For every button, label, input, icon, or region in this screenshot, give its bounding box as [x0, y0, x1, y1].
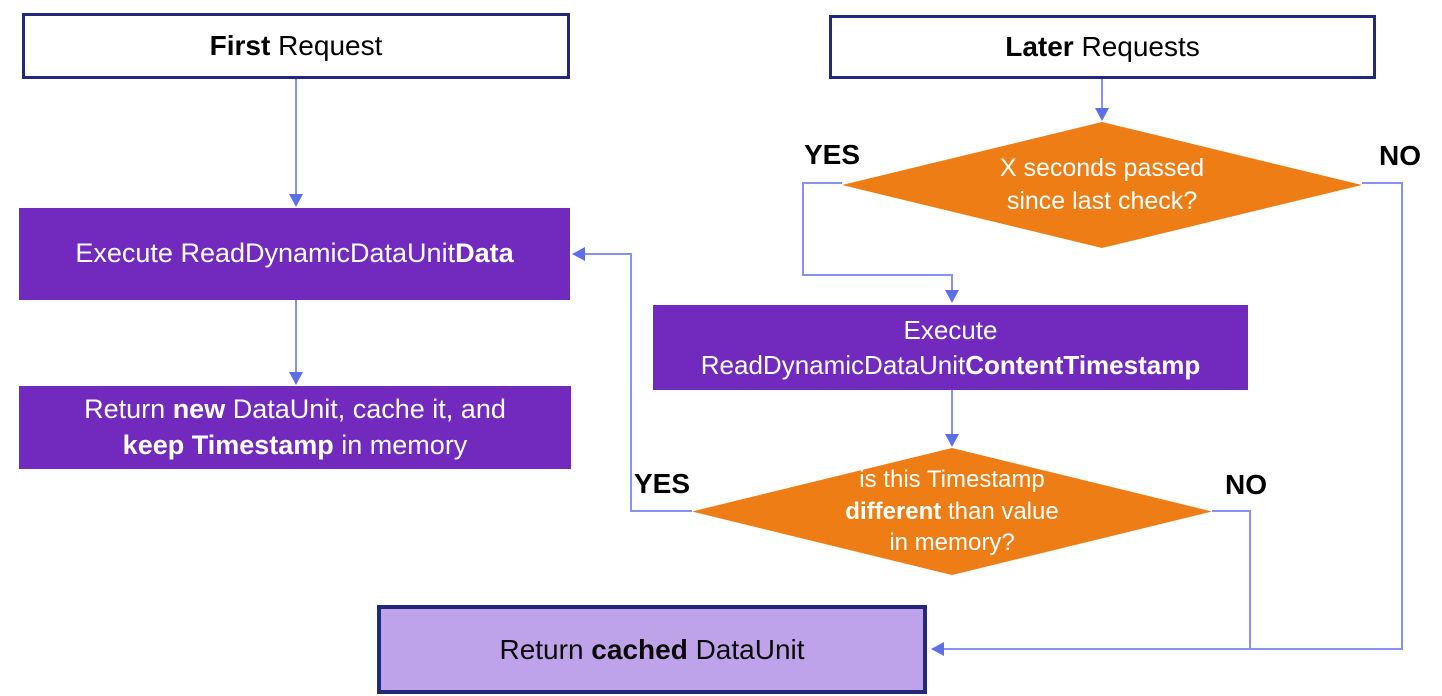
return-new-line1: Return new DataUnit, cache it, and	[84, 392, 506, 428]
timestamp-different-line1: is this Timestamp	[859, 465, 1045, 493]
seconds-passed-line2: since last check?	[1006, 187, 1198, 215]
process-box-execute-read-timestamp: Execute ReadDynamicDataUnitContentTimest…	[653, 305, 1248, 390]
return-new-line1-bold: new	[172, 393, 226, 424]
return-new-line2: keep Timestamp in memory	[123, 428, 468, 464]
arrow-seconds-yes-to-execute-timestamp	[802, 182, 953, 291]
timestamp-different-line2-post: than value	[941, 497, 1059, 525]
arrowhead-no-to-return-cached	[931, 642, 944, 656]
arrow-different-no-join	[1212, 510, 1251, 648]
return-new-line2-bold: keep Timestamp	[122, 429, 334, 460]
branch-label-different-yes: YES	[634, 468, 691, 499]
execute-read-data-pre: Execute ReadDynamicDataUnit	[75, 238, 456, 269]
execute-read-timestamp-line2-pre: ReadDynamicDataUnit	[700, 349, 966, 380]
process-box-execute-read-data: Execute ReadDynamicDataUnitData	[19, 208, 570, 300]
timestamp-different-line2: different than value	[845, 496, 1058, 528]
first-request-label: First Request	[210, 30, 383, 62]
branch-label-seconds-yes: YES	[804, 139, 861, 170]
later-requests-bold: Later	[1005, 31, 1074, 62]
arrow-seconds-no-to-return-cached	[944, 182, 1403, 650]
return-new-line1-post: DataUnit, cache it, and	[225, 393, 506, 424]
return-new-line2-post: in memory	[333, 429, 468, 460]
execute-read-data-bold: Data	[455, 238, 514, 269]
execute-read-timestamp-line1: Execute	[903, 315, 998, 346]
arrowhead-seconds-yes-to-execute-timestamp	[945, 290, 959, 303]
return-new-line1-pre: Return	[84, 393, 173, 424]
seconds-passed-line1: X seconds passed	[999, 153, 1205, 182]
branch-label-different-no: NO	[1225, 469, 1267, 500]
arrowhead-later-to-seconds-diamond	[1095, 108, 1109, 121]
arrow-different-yes-to-execute-data	[585, 253, 692, 512]
return-cached-label: Return cached DataUnit	[499, 634, 804, 666]
arrowhead-first-to-execute-data	[289, 194, 303, 207]
process-box-return-new-dataunit: Return new DataUnit, cache it, and keep …	[19, 386, 571, 469]
start-box-first-request: First Request	[22, 13, 570, 79]
return-cached-pre: Return	[499, 633, 592, 665]
start-box-later-requests: Later Requests	[829, 15, 1376, 79]
execute-read-data-label: Execute ReadDynamicDataUnitData	[75, 236, 513, 272]
return-cached-bold: cached	[591, 633, 688, 665]
later-requests-rest: Requests	[1073, 31, 1200, 62]
later-requests-label: Later Requests	[1005, 31, 1200, 63]
execute-read-timestamp-line2: ReadDynamicDataUnitContentTimestamp	[701, 348, 1200, 382]
return-cached-post: DataUnit	[687, 633, 805, 665]
branch-label-seconds-no: NO	[1379, 140, 1421, 171]
timestamp-different-line2-bold: different	[845, 497, 942, 525]
first-request-rest: Request	[270, 30, 383, 61]
arrowhead-execute-timestamp-to-different-diamond	[945, 434, 959, 447]
first-request-bold: First	[209, 30, 271, 61]
arrowhead-execute-data-to-return-new	[289, 372, 303, 385]
terminal-box-return-cached: Return cached DataUnit	[377, 605, 927, 694]
timestamp-different-line3: in memory?	[889, 529, 1015, 557]
arrowhead-different-yes-to-execute-data	[572, 247, 585, 261]
execute-read-timestamp-line2-bold: ContentTimestamp	[965, 349, 1201, 380]
